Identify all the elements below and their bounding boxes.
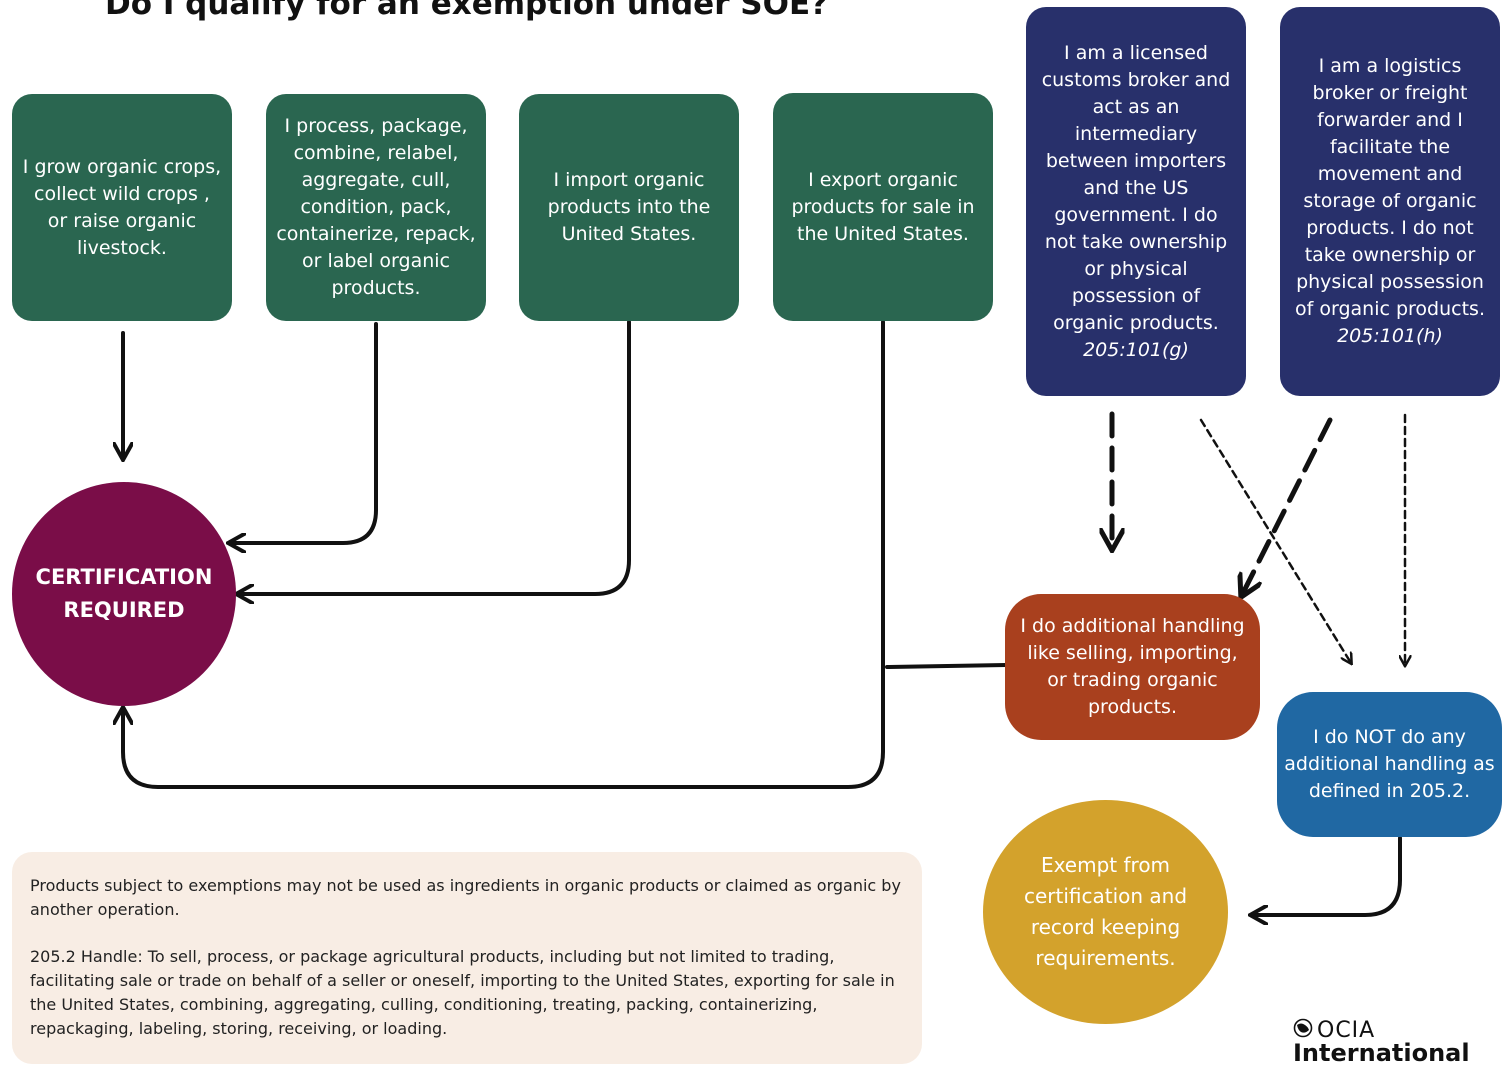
logistics-broker-ref: 205:101(h) bbox=[1337, 325, 1443, 347]
logistics-broker-box: I am a logistics broker or freight forwa… bbox=[1280, 7, 1500, 396]
logistics-broker-text: I am a logistics broker or freight forwa… bbox=[1295, 55, 1485, 320]
globe-icon bbox=[1293, 1018, 1313, 1038]
certification-required-circle: CERTIFICATION REQUIRED bbox=[12, 482, 236, 706]
additional-handling-text: I do additional handling like selling, i… bbox=[1020, 615, 1245, 718]
no-additional-handling-box: I do NOT do any additional handling as d… bbox=[1277, 692, 1502, 837]
certification-required-text: CERTIFICATION REQUIRED bbox=[35, 565, 213, 622]
notes-panel: Products subject to exemptions may not b… bbox=[12, 852, 922, 1064]
process-organic-box: I process, package, combine, relabel, ag… bbox=[266, 94, 486, 321]
grow-organic-text: I grow organic crops, collect wild crops… bbox=[22, 155, 222, 259]
import-organic-box: I import organic products into the Unite… bbox=[519, 94, 739, 321]
line-additional-to-export bbox=[885, 663, 1008, 669]
logo-sub: International bbox=[1293, 1039, 1470, 1067]
notes-handle-definition: 205.2 Handle: To sell, process, or packa… bbox=[30, 947, 895, 1038]
exempt-circle: Exempt from certification and record kee… bbox=[983, 800, 1228, 1024]
notes-exemption-text: Products subject to exemptions may not b… bbox=[30, 876, 901, 919]
export-organic-text: I export organic products for sale in th… bbox=[791, 168, 975, 245]
ocia-logo: OCIA International bbox=[1293, 1014, 1493, 1067]
customs-broker-text: I am a licensed customs broker and act a… bbox=[1041, 41, 1231, 334]
import-organic-text: I import organic products into the Unite… bbox=[547, 169, 711, 245]
grow-organic-box: I grow organic crops, collect wild crops… bbox=[12, 94, 232, 321]
export-organic-box: I export organic products for sale in th… bbox=[773, 93, 993, 321]
logo-brand: OCIA bbox=[1317, 1018, 1376, 1043]
arrow-logistics-to-additional bbox=[1242, 417, 1333, 595]
arrow-process-to-cert bbox=[230, 322, 378, 543]
customs-broker-box: I am a licensed customs broker and act a… bbox=[1026, 7, 1246, 396]
no-additional-handling-text: I do NOT do any additional handling as d… bbox=[1284, 726, 1495, 802]
arrow-customs-to-exempt bbox=[1199, 418, 1351, 663]
page-title: Do I qualify for an exemption under SOE? bbox=[105, 0, 829, 22]
exempt-text: Exempt from certification and record kee… bbox=[1023, 853, 1188, 970]
arrow-import-to-cert bbox=[238, 320, 631, 594]
arrow-no-handling-to-exempt bbox=[1252, 836, 1402, 915]
additional-handling-box: I do additional handling like selling, i… bbox=[1005, 594, 1260, 740]
arrow-export-to-cert bbox=[123, 320, 885, 789]
customs-broker-ref: 205:101(g) bbox=[1083, 338, 1189, 361]
process-organic-text: I process, package, combine, relabel, ag… bbox=[276, 115, 476, 299]
